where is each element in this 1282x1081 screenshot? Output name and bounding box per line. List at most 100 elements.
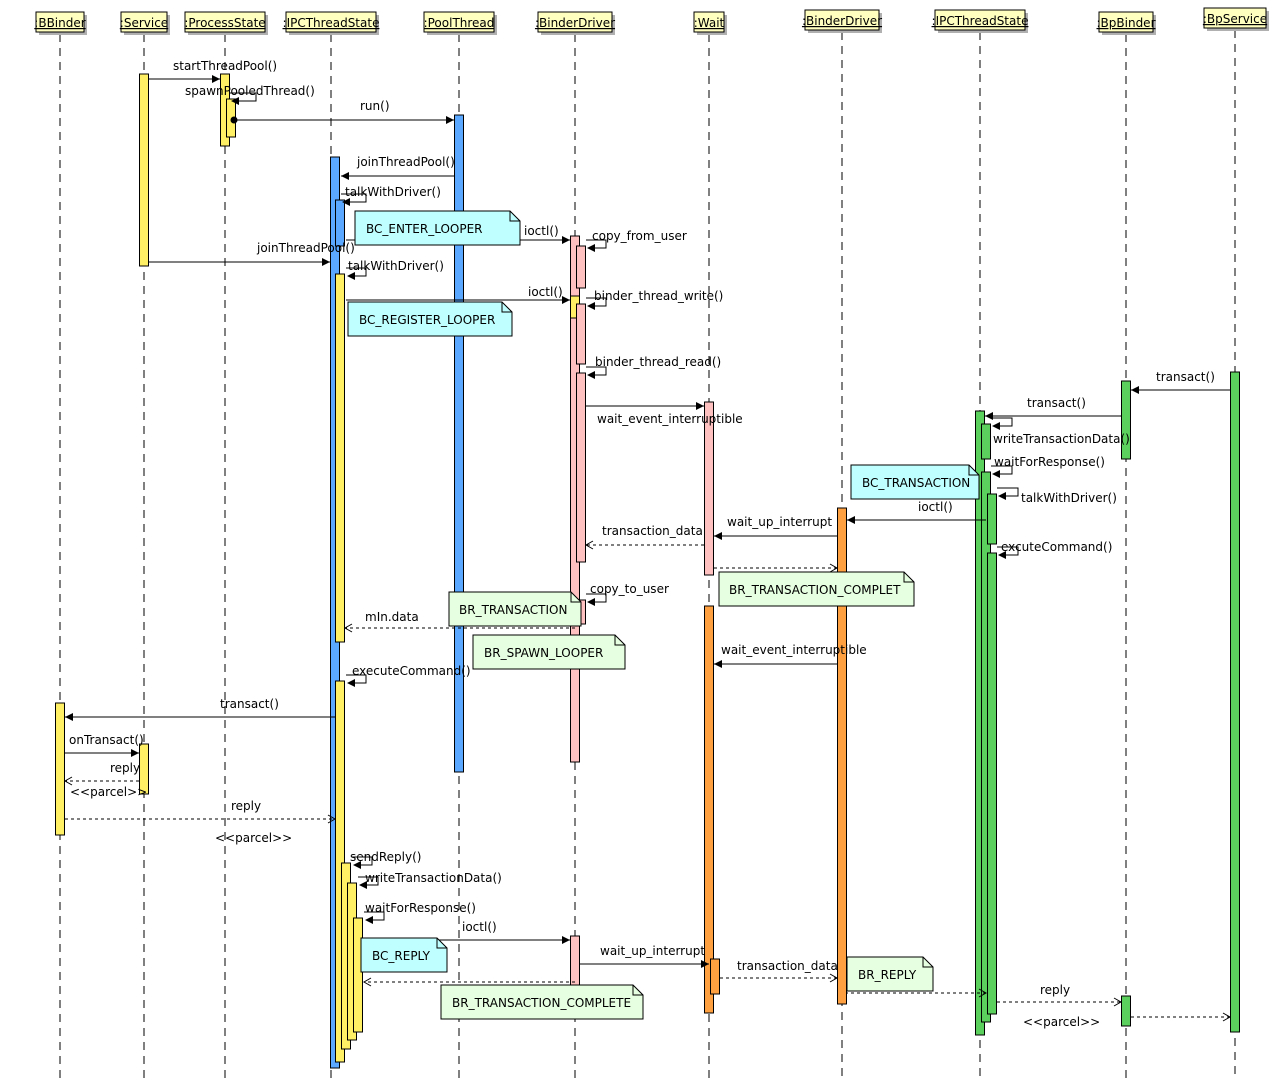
note-label: BR_SPAWN_LOOPER [484, 646, 603, 660]
arrowhead [701, 960, 709, 968]
message-label: run() [360, 99, 390, 113]
participant-label: :BinderDriver [802, 14, 882, 28]
message-label: waitForResponse() [994, 455, 1105, 469]
note: BR_TRANSACTION [448, 591, 582, 627]
arrowhead [847, 516, 855, 524]
message-label: ioctl() [528, 285, 563, 299]
message-label: joinThreadPool() [356, 155, 455, 169]
activation-bar [139, 73, 149, 267]
arrowhead [985, 412, 993, 420]
self-call-line [997, 546, 1019, 556]
arrowhead [696, 402, 704, 410]
activation-bar [576, 303, 586, 365]
participant-box [1203, 7, 1267, 29]
note: BR_TRANSACTION_COMPLET [718, 571, 915, 607]
message-origin-dot [230, 116, 238, 124]
participant-label: :PoolThread [424, 16, 495, 30]
participant-box [537, 11, 613, 33]
activation-bar [1230, 371, 1240, 1033]
arrowhead [341, 172, 349, 180]
note-label: BC_REGISTER_LOOPER [359, 313, 495, 327]
message-label: ioctl() [524, 224, 559, 238]
arrowhead [998, 551, 1006, 559]
arrowhead [978, 988, 988, 998]
arrowhead [342, 198, 350, 206]
arrowhead [347, 272, 355, 280]
arrowhead [562, 296, 570, 304]
message-label: executeCommand() [352, 664, 471, 678]
participant-box [285, 11, 377, 33]
self-call-line [586, 297, 607, 307]
participant-box [934, 9, 1026, 31]
note-body [347, 301, 513, 337]
self-call-line [364, 911, 385, 921]
message-label: wait_event_interruptible [721, 643, 867, 657]
note: BR_SPAWN_LOOPER [472, 634, 626, 670]
arrowhead [998, 492, 1006, 500]
parcel-label: <<parcel>> [1023, 1015, 1100, 1029]
message-label: reply [110, 761, 140, 775]
message-label: talkWithDriver() [345, 185, 441, 199]
message-label: writeTransactionData() [993, 432, 1130, 446]
participant-heads: :BBinder:Service:ProcessState:IPCThreadS… [34, 7, 1269, 35]
self-call-line [586, 593, 607, 603]
participant-ipc-thread-state-server: :IPCThreadState [283, 11, 379, 35]
activation-bar [335, 273, 345, 643]
arrowhead [587, 598, 595, 606]
participant-ipc-thread-state-client: :IPCThreadState [932, 9, 1028, 33]
activation-bar [454, 114, 464, 773]
note-body [472, 634, 626, 670]
arrowhead [365, 916, 373, 924]
parcel-label: <<parcel>> [215, 831, 292, 845]
arrowhead [359, 881, 367, 889]
note-fold [614, 635, 625, 646]
note-label: BR_REPLY [858, 968, 917, 982]
arrowhead [347, 679, 355, 687]
note-body [448, 591, 582, 627]
participant-service: :Service [120, 11, 170, 35]
message-label: spawnPooledThread() [185, 84, 315, 98]
self-call-line [346, 674, 367, 684]
message-label: mIn.data [365, 610, 419, 624]
note-label: BC_TRANSACTION [862, 476, 970, 490]
note-fold [632, 985, 643, 996]
note: BC_TRANSACTION [850, 464, 980, 500]
note-label: BR_TRANSACTION_COMPLETE [452, 996, 631, 1010]
message-label: wait_up_interrupt [727, 515, 832, 529]
note-label: BR_TRANSACTION [459, 603, 567, 617]
activation-bar [981, 423, 991, 460]
notes: BC_ENTER_LOOPERBC_REGISTER_LOOPERBC_TRAN… [347, 210, 980, 1020]
arrowhead [562, 236, 570, 244]
arrowhead [714, 660, 722, 668]
arrowhead [353, 861, 361, 869]
participant-box [804, 9, 880, 31]
participant-label: :BpBinder [1097, 16, 1156, 30]
self-call-line [991, 417, 1013, 427]
note-body [850, 464, 980, 500]
note-label: BC_REPLY [372, 949, 431, 963]
message-label: excuteCommand() [1001, 540, 1112, 554]
arrowhead [714, 532, 722, 540]
self-call-line [358, 876, 379, 886]
participant-label: :BpService [1203, 12, 1267, 26]
message-label: writeTransactionData() [365, 871, 502, 885]
note-body [360, 937, 448, 973]
participant-box [693, 11, 725, 33]
message-label: copy_from_user [592, 229, 687, 243]
arrowhead [587, 302, 595, 310]
arrowhead [446, 116, 454, 124]
activation-bar [55, 702, 65, 836]
participant-box [423, 11, 495, 33]
arrowhead [63, 776, 73, 786]
note-fold [509, 211, 520, 222]
arrowhead [65, 713, 73, 721]
activation-bar [710, 958, 720, 995]
arrowhead [1131, 386, 1139, 394]
note: BC_REGISTER_LOOPER [347, 301, 513, 337]
self-call-line [346, 267, 367, 277]
participant-label: :BBinder [34, 16, 85, 30]
message-label: ioctl() [918, 500, 953, 514]
message-label: binder_thread_read() [595, 355, 721, 369]
activation-bar [837, 507, 847, 1005]
